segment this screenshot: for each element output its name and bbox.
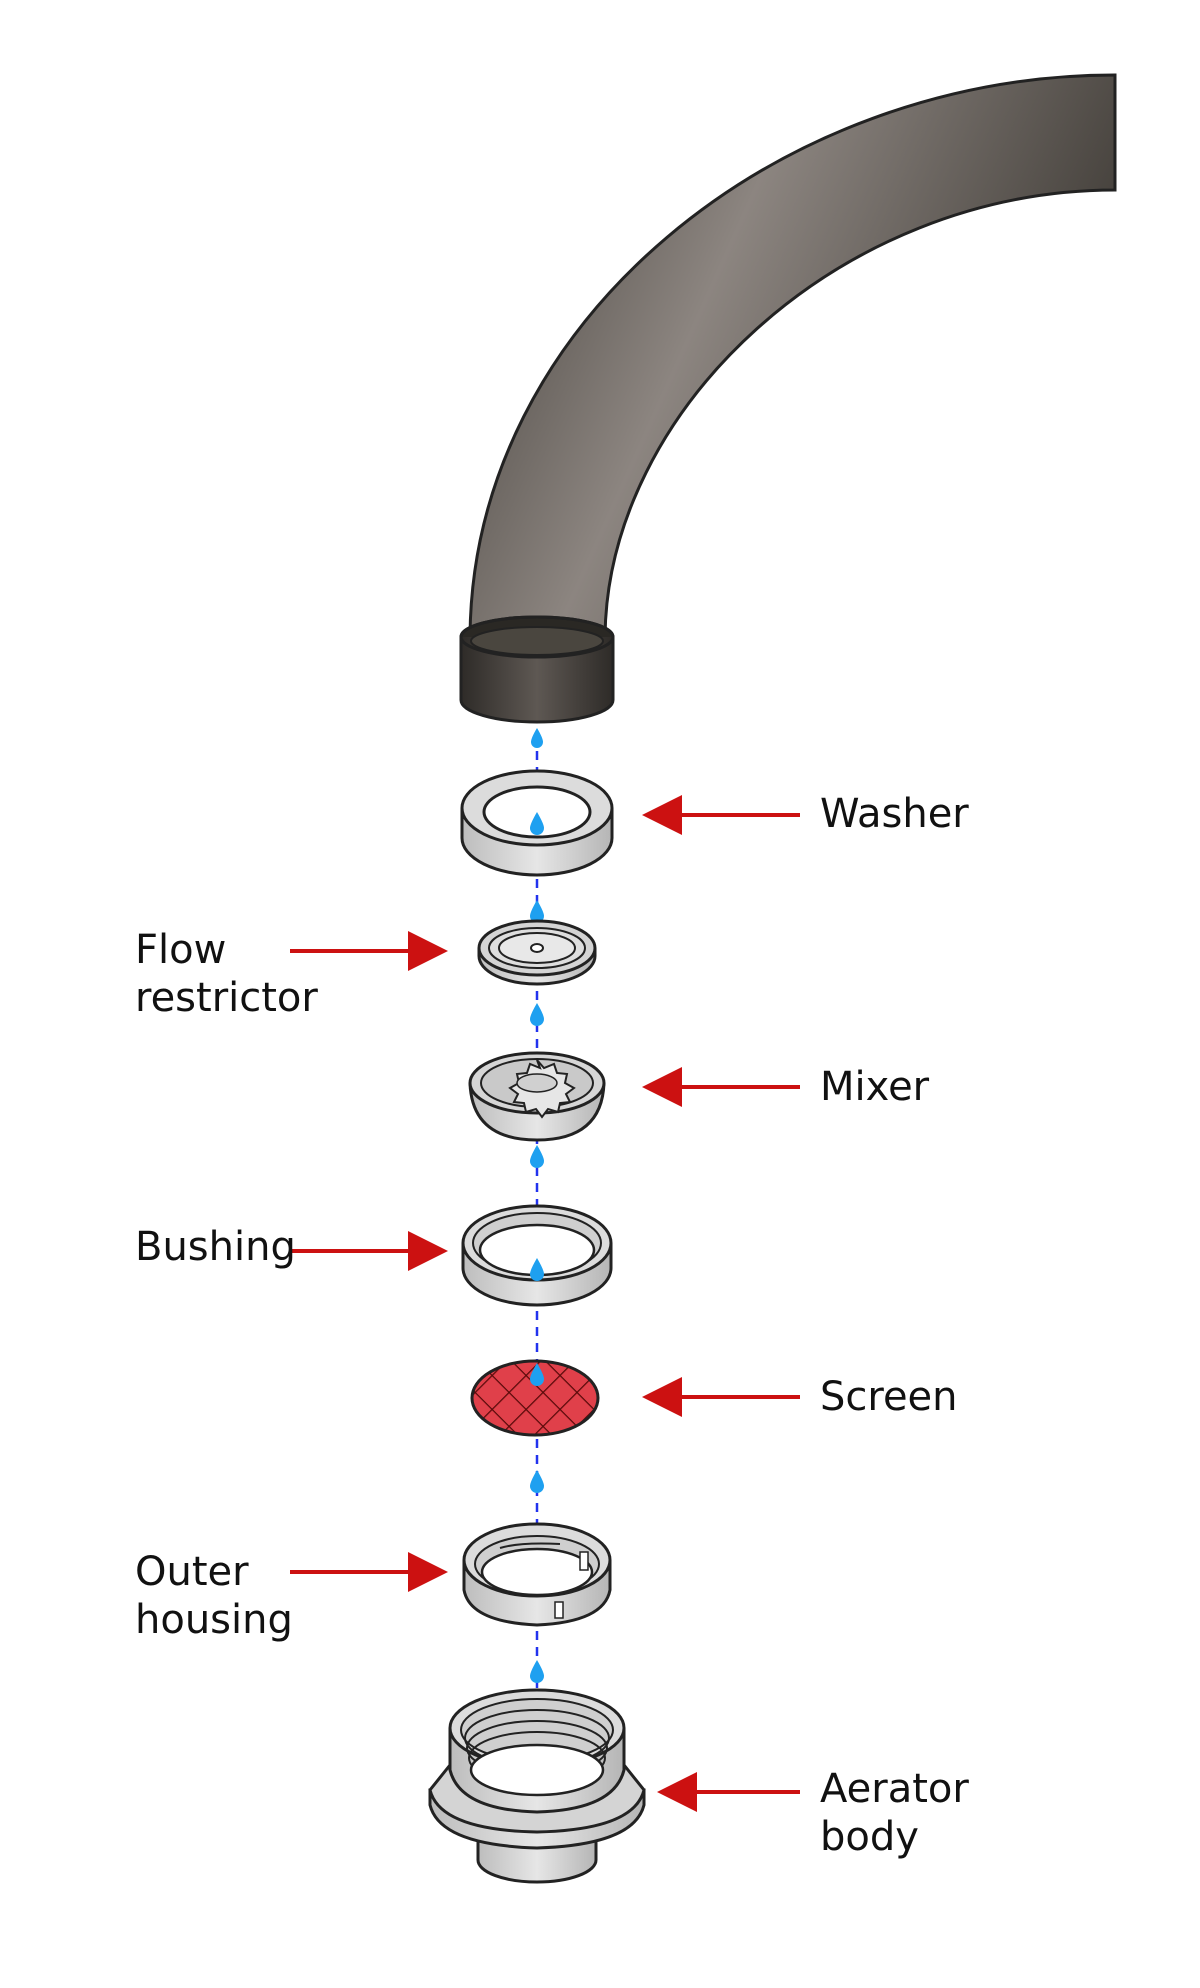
label-outer-housing-line1: Outer (135, 1549, 249, 1595)
label-outer-housing: Outer housing (135, 1548, 293, 1644)
aerator-body-part (428, 1688, 646, 1884)
washer-part (460, 769, 614, 877)
label-flow-restrictor: Flow restrictor (135, 926, 318, 1022)
label-aerator-body: Aerator body (820, 1765, 969, 1861)
label-aerator-body-line1: Aerator (820, 1766, 969, 1812)
label-flow-restrictor-line1: Flow (135, 927, 227, 973)
faucet-spout (459, 73, 1117, 724)
outer-housing-part (462, 1522, 612, 1627)
bushing-part (461, 1204, 613, 1307)
screen-part (470, 1359, 600, 1437)
mixer-part (468, 1051, 606, 1142)
label-aerator-body-line2: body (820, 1814, 919, 1860)
label-mixer: Mixer (820, 1064, 930, 1110)
label-outer-housing-line2: housing (135, 1597, 293, 1643)
flow-restrictor-part (477, 919, 597, 986)
label-arrows (290, 795, 800, 1812)
label-washer: Washer (820, 791, 969, 837)
label-bushing: Bushing (135, 1224, 296, 1270)
label-screen: Screen (820, 1374, 958, 1420)
label-flow-restrictor-line2: restrictor (135, 975, 318, 1021)
